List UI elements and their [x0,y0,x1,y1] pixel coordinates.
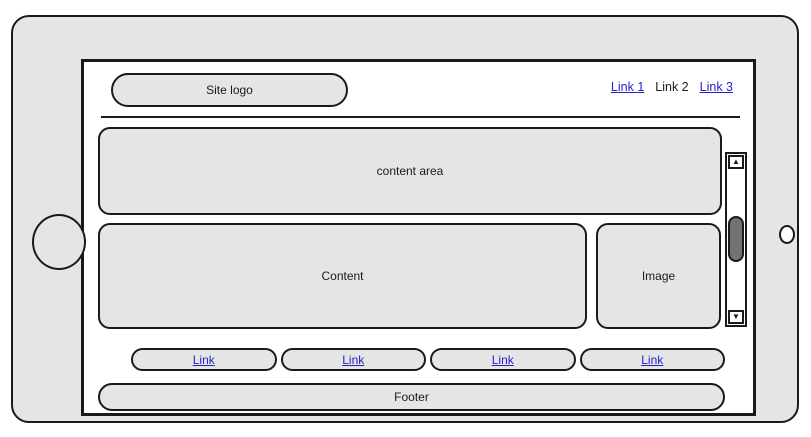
link-pill[interactable]: Link [131,348,277,371]
footer-bar: Footer [98,383,725,411]
scroll-down-arrow-icon[interactable]: ▼ [728,310,744,324]
content-box: Content [98,223,587,329]
home-button[interactable] [32,214,86,270]
screen: Site logo Link 1 Link 2 Link 3 content a… [81,59,756,416]
nav-link-2[interactable]: Link 2 [655,80,689,94]
link-pill[interactable]: Link [280,348,426,371]
link-pill[interactable]: Link [579,348,725,371]
content-area-box: content area [98,127,722,215]
nav-link-1[interactable]: Link 1 [610,80,645,94]
link-row: Link Link Link Link [131,348,725,371]
tablet-frame: Site logo Link 1 Link 2 Link 3 content a… [11,15,799,423]
link-pill-label[interactable]: Link [342,352,365,367]
link-pill-label[interactable]: Link [192,352,215,367]
camera-icon [779,225,795,244]
top-nav: Link 1 Link 2 Link 3 [611,80,733,94]
link-pill-label[interactable]: Link [641,352,664,367]
header-divider [101,116,740,118]
nav-link-3[interactable]: Link 3 [699,80,733,94]
scroll-up-arrow-icon[interactable]: ▲ [728,155,744,169]
scrollbar-thumb[interactable] [728,216,744,262]
image-box: Image [596,223,721,329]
link-pill[interactable]: Link [430,348,576,371]
site-logo[interactable]: Site logo [111,73,348,107]
link-pill-label[interactable]: Link [491,352,514,367]
scrollbar[interactable]: ▲ ▼ [725,152,747,327]
